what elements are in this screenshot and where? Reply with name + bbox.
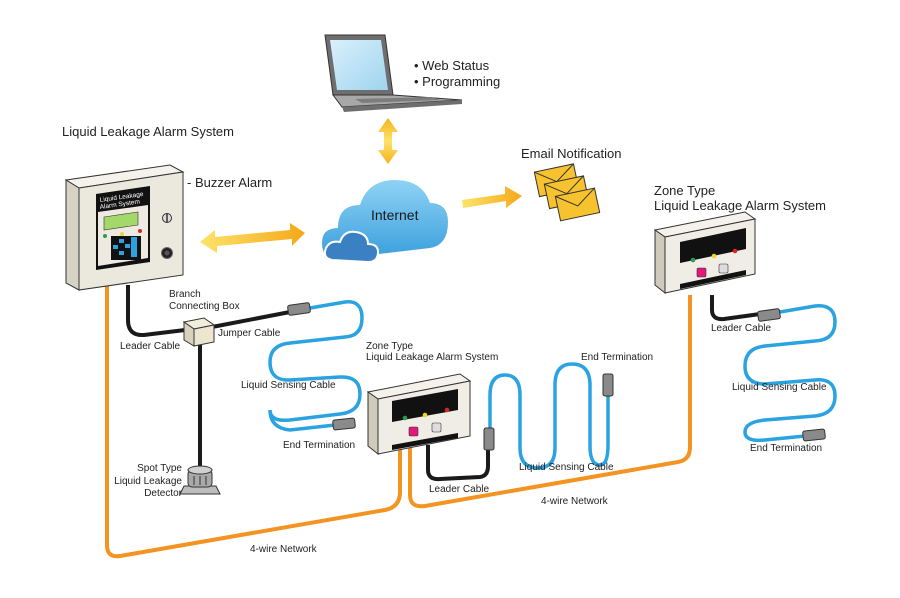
connector-center-start xyxy=(483,427,495,451)
leader-cable-right xyxy=(710,295,761,322)
end-termination-right xyxy=(802,428,826,442)
connector-right-start xyxy=(757,308,781,322)
spot-detector-label: Spot Type Liquid Leakage Detector xyxy=(100,463,182,501)
jumper-cable-label: Jumper Cable xyxy=(218,328,281,339)
email-notification-label: Email Notification xyxy=(521,146,622,161)
zone-right-label-2: Liquid Leakage Alarm System xyxy=(654,198,826,213)
sensing-cable-left xyxy=(268,300,364,432)
arrow-main-internet xyxy=(200,223,305,253)
laptop-feature-programming: Programming xyxy=(414,74,500,90)
buzzer-alarm-label: - Buzzer Alarm xyxy=(187,175,273,190)
arrow-laptop-internet xyxy=(378,118,398,164)
sensing-cable-center xyxy=(488,362,610,470)
end-termination-center-label: End Termination xyxy=(581,352,654,363)
spot-detector-label-3: Detector xyxy=(144,488,182,499)
leader-cable-right-label: Leader Cable xyxy=(711,323,772,334)
leader-cable-main xyxy=(126,285,186,338)
end-termination-left-label: End Termination xyxy=(283,440,356,451)
spot-detector-label-1: Spot Type xyxy=(137,463,182,474)
branch-connecting-box xyxy=(182,317,216,347)
sensing-cable-center-label: Liquid Sensing Cable xyxy=(519,462,614,473)
network-cable-center-right xyxy=(408,295,692,509)
leader-cable-center-label: Leader Cable xyxy=(429,484,490,495)
main-unit-label: Liquid Leakage Alarm System xyxy=(62,124,234,139)
network-center-label: 4-wire Network xyxy=(541,496,608,507)
branch-box-label-1: Branch xyxy=(169,289,201,300)
keypad xyxy=(111,236,141,260)
spot-detector xyxy=(179,465,221,495)
zone-center-label-2: Liquid Leakage Alarm System xyxy=(366,352,499,363)
connector-left-start xyxy=(287,302,311,316)
end-termination-left xyxy=(332,417,356,431)
main-alarm-unit: Liquid Leakage Alarm System xyxy=(64,164,185,291)
arrow-internet-email xyxy=(462,186,522,208)
internet-cloud-icon xyxy=(322,180,448,264)
sensing-cable-left-label: Liquid Sensing Cable xyxy=(241,380,336,391)
leader-cable-center xyxy=(426,445,490,482)
branch-box-label-2: Connecting Box xyxy=(169,301,240,312)
zone-right-label-1: Zone Type xyxy=(654,183,716,198)
email-envelopes-icon xyxy=(533,163,601,222)
network-cable-left xyxy=(105,285,402,559)
internet-label: Internet xyxy=(371,207,419,223)
zone-center-label-1: Zone Type xyxy=(366,341,414,352)
sensing-cable-right-label: Liquid Sensing Cable xyxy=(732,382,827,393)
zone-unit-right xyxy=(653,211,757,295)
laptop-feature-web-status: Web Status xyxy=(414,58,489,74)
zone-unit-center xyxy=(366,373,472,456)
end-termination-right-label: End Termination xyxy=(750,443,823,454)
spot-detector-label-2: Liquid Leakage xyxy=(114,475,182,487)
sensing-cable-right xyxy=(743,304,837,443)
end-termination-center xyxy=(602,373,614,397)
jumper-cable xyxy=(211,310,291,329)
leader-cable-left-label: Leader Cable xyxy=(120,341,181,352)
laptop-icon xyxy=(324,34,463,112)
network-bottom-label: 4-wire Network xyxy=(250,544,317,555)
